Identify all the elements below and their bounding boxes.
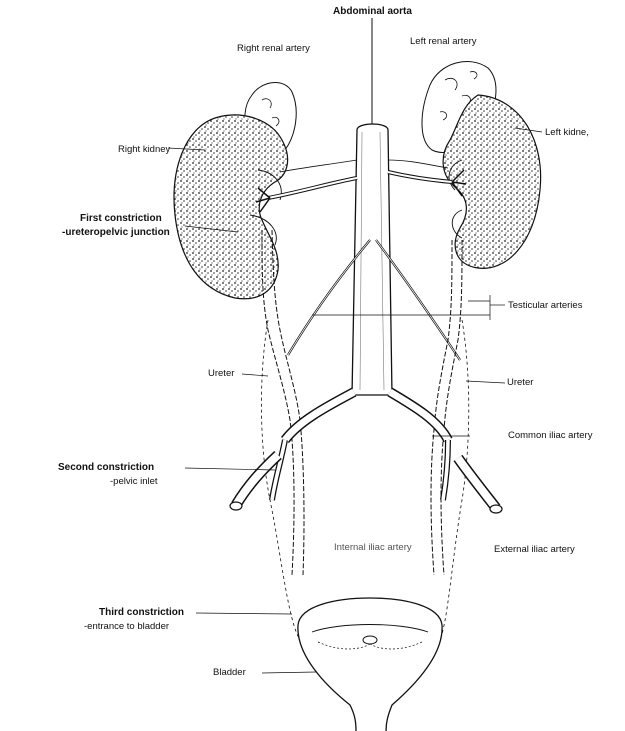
bladder [298, 598, 442, 731]
abdominal-aorta-label: Abdominal aorta [333, 6, 412, 17]
external-iliac-artery-label: External iliac artery [494, 544, 575, 555]
common-iliac-artery-label: Common iliac artery [508, 430, 592, 441]
right-kidney-label: Right kidney [118, 144, 170, 155]
first-constriction-label: First constriction [80, 213, 162, 224]
right-renal-artery-label: Right renal artery [237, 43, 310, 54]
left-kidney [422, 62, 541, 269]
second-constriction-sublabel: -pelvic inlet [110, 476, 158, 487]
common-iliac-arteries [285, 392, 448, 440]
internal-iliac-artery-label: Internal iliac artery [334, 542, 412, 553]
left-renal-artery-label: Left renal artery [410, 36, 477, 47]
first-constriction-sublabel: -ureteropelvic junction [62, 227, 170, 238]
bladder-label: Bladder [213, 667, 246, 678]
second-constriction-label: Second constriction [58, 462, 154, 473]
ureter-right-label: Ureter [208, 368, 234, 379]
right-kidney [174, 83, 296, 299]
ureter-left-label: Ureter [507, 377, 533, 388]
third-constriction-label: Third constriction [99, 607, 184, 618]
testicular-arteries-label: Testicular arteries [508, 300, 582, 311]
internal-iliac-arteries [272, 440, 448, 500]
external-iliac-arteries [230, 455, 502, 513]
third-constriction-sublabel: -entrance to bladder [84, 621, 169, 632]
left-kidney-label: Left kidne, [545, 127, 589, 138]
abdominal-aorta [352, 18, 392, 395]
left-ureter [431, 240, 462, 575]
